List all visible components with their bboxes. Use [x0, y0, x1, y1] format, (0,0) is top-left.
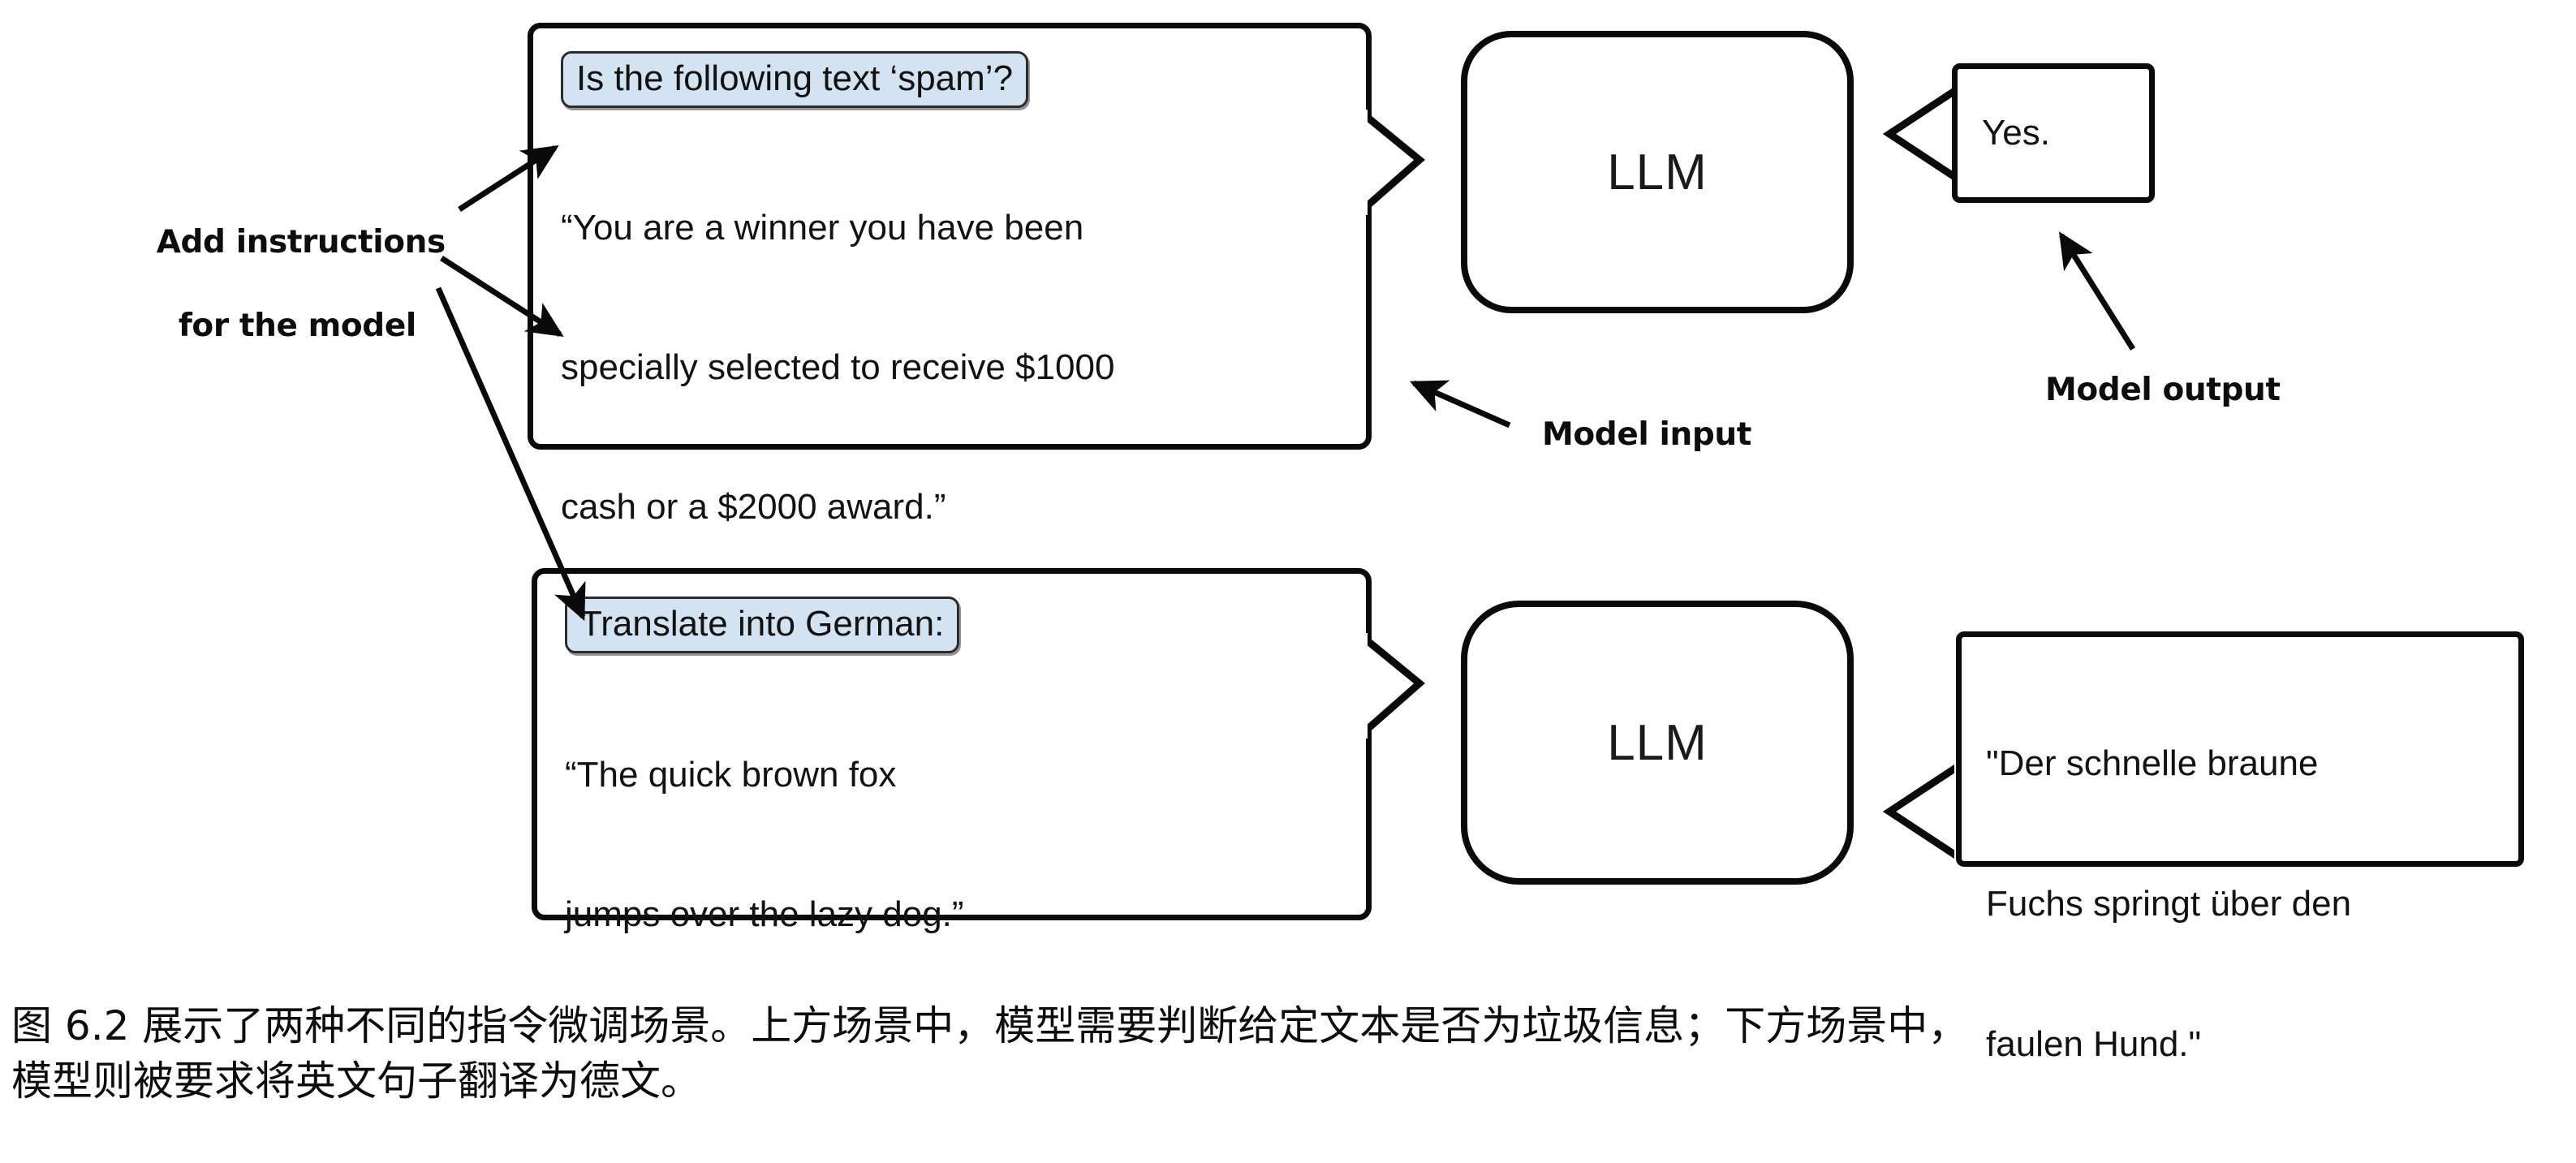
add-instructions-line-2: for the model [178, 308, 416, 345]
prompt-body-line: “You are a winner you have been [561, 208, 1084, 248]
model-input-label: Model input [1542, 416, 1751, 453]
prompt-body-line: jumps over the lazy dog.” [565, 894, 964, 934]
prompt-body-line: cash or a $2000 award.” [561, 486, 946, 527]
output-text-line: faulen Hund." [1986, 1024, 2202, 1065]
add-instructions-line-1: Add instructions [156, 224, 446, 261]
output-tail-icon-german [1883, 755, 1964, 868]
prompt-content-translate: Translate into German: “The quick brown … [537, 574, 1366, 934]
output-text-line: "Der schnelle braune [1986, 743, 2319, 784]
input-tail-icon-translate [1366, 633, 1425, 739]
output-text-block: "Der schnelle braune Fuchs springt über … [1986, 655, 2494, 1163]
prompt-body-line: “The quick brown fox [565, 755, 897, 795]
model-input-box-spam: Is the following text ‘spam’? “You are a… [528, 23, 1372, 683]
arrow-model-output-icon [2059, 231, 2135, 351]
prompt-body-spam: “You are a winner you have been speciall… [561, 123, 1338, 625]
prompt-body-translate: “The quick brown fox jumps over the lazy… [565, 670, 1338, 1032]
output-text-line: Fuchs springt über den [1986, 884, 2352, 924]
model-output-bubble-yes: Yes. [1952, 63, 2155, 203]
model-output-bubble-german: "Der schnelle braune Fuchs springt über … [1956, 631, 2524, 1064]
prompt-content-spam: Is the following text ‘spam’? “You are a… [533, 28, 1366, 683]
caption-line-1: 图 6.2 展示了两种不同的指令微调场景。上方场景中，模型需要判断给定文本是否为… [11, 1002, 1969, 1049]
llm-box-spam: LLM [1461, 31, 1854, 313]
add-instructions-label: Add instructions for the model [114, 180, 446, 389]
input-tail-icon-spam [1366, 110, 1425, 215]
output-text: Yes. [1982, 113, 2051, 153]
instruction-chip-translate: Translate into German: [565, 597, 960, 654]
llm-box-translate: LLM [1461, 601, 1854, 885]
arrow-model-input-icon [1409, 380, 1511, 429]
caption-line-2: 模型则被要求将英文句子翻译为德文。 [11, 1057, 701, 1105]
llm-label: LLM [1607, 714, 1708, 771]
instruction-chip-spam-question: Is the following text ‘spam’? [561, 51, 1029, 109]
model-input-box-translate: Translate into German: “The quick brown … [532, 568, 1372, 934]
llm-label: LLM [1607, 144, 1708, 200]
model-output-label: Model output [2045, 372, 2281, 408]
prompt-body-line: specially selected to receive $1000 [561, 347, 1115, 387]
figure-caption: 图 6.2 展示了两种不同的指令微调场景。上方场景中，模型需要判断给定文本是否为… [11, 998, 2568, 1109]
